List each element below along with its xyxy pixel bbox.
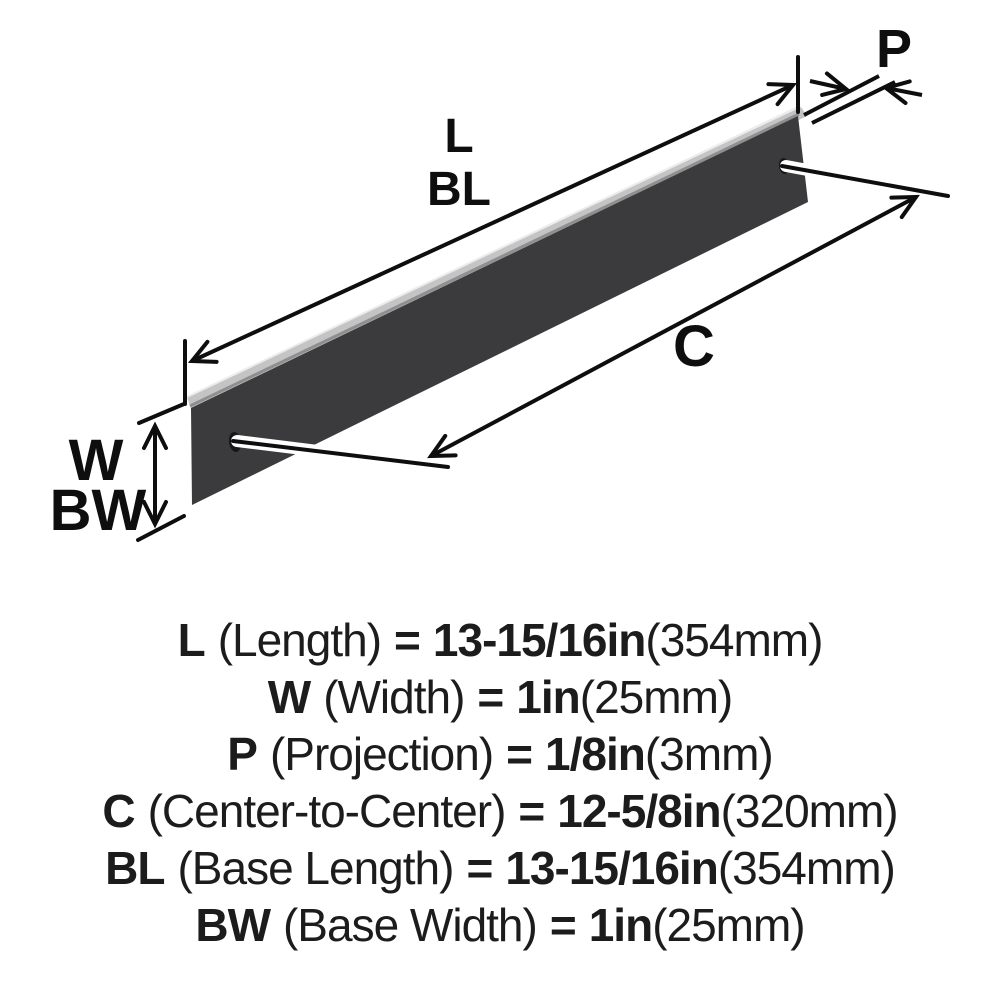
legend-value-metric: (320mm) bbox=[720, 785, 899, 837]
legend-value-imperial: 12-5/8in bbox=[557, 785, 721, 837]
legend-term: W bbox=[267, 671, 311, 723]
legend-value-imperial: 1in bbox=[588, 899, 653, 951]
legend-desc: (Base Width) bbox=[282, 899, 538, 951]
legend-value-metric: (25mm) bbox=[579, 671, 733, 723]
label-length: L bbox=[444, 110, 473, 163]
legend-term: P bbox=[227, 728, 258, 780]
legend-value-metric: (25mm) bbox=[652, 899, 805, 951]
legend-row-base-width: BW(Base Width)=1in(25mm) bbox=[0, 897, 1000, 954]
label-center-to-center: C bbox=[673, 314, 715, 379]
legend-row-projection: P(Projection)=1/8in(3mm) bbox=[0, 726, 1000, 783]
legend-value-imperial: 13-15/16in bbox=[432, 614, 646, 666]
legend-term: L bbox=[177, 614, 206, 666]
legend-term: BL bbox=[105, 842, 165, 894]
projection-arrow-left bbox=[809, 71, 851, 97]
legend-equals: = bbox=[466, 842, 493, 894]
legend-equals: = bbox=[394, 614, 421, 666]
legend-equals: = bbox=[506, 728, 533, 780]
legend-equals: = bbox=[518, 785, 545, 837]
legend-row-center-to-center: C(Center-to-Center)=12-5/8in(320mm) bbox=[0, 783, 1000, 840]
legend-value-metric: (3mm) bbox=[644, 728, 774, 780]
dim-line-center-to-center bbox=[427, 194, 920, 459]
width-extension-tick-top bbox=[137, 402, 186, 425]
legend-value-imperial: 1/8in bbox=[545, 728, 646, 780]
legend-desc: (Length) bbox=[217, 614, 382, 666]
legend-equals: = bbox=[549, 899, 577, 951]
leader-line-left bbox=[231, 439, 450, 469]
projection-arrow-right bbox=[881, 79, 923, 105]
legend-value-imperial: 1in bbox=[516, 671, 580, 723]
projection-plane-line-back bbox=[811, 80, 896, 125]
legend-equals: = bbox=[477, 671, 504, 723]
leader-line-right bbox=[780, 164, 950, 198]
legend-desc: (Base Length) bbox=[177, 842, 454, 894]
label-base-width: BW bbox=[50, 478, 147, 543]
legend-value-metric: (354mm) bbox=[717, 842, 896, 894]
legend-desc: (Width) bbox=[323, 671, 465, 723]
legend-row-width: W(Width)=1in(25mm) bbox=[0, 669, 1000, 726]
dimension-legend: L(Length)=13-15/16in(354mm) W(Width)=1in… bbox=[0, 612, 1000, 954]
legend-value-imperial: 13-15/16in bbox=[505, 842, 718, 894]
legend-desc: (Center-to-Center) bbox=[147, 785, 507, 837]
label-projection: P bbox=[876, 19, 912, 79]
legend-desc: (Projection) bbox=[269, 728, 494, 780]
label-base-length: BL bbox=[427, 163, 491, 216]
legend-row-base-length: BL(Base Length)=13-15/16in(354mm) bbox=[0, 840, 1000, 897]
legend-term: BW bbox=[195, 899, 271, 951]
legend-term: C bbox=[102, 785, 135, 837]
legend-value-metric: (354mm) bbox=[645, 614, 823, 666]
pull-dimension-drawing: L BL P C W BW bbox=[49, 19, 950, 543]
legend-row-length: L(Length)=13-15/16in(354mm) bbox=[0, 612, 1000, 669]
label-width: W bbox=[69, 428, 124, 493]
